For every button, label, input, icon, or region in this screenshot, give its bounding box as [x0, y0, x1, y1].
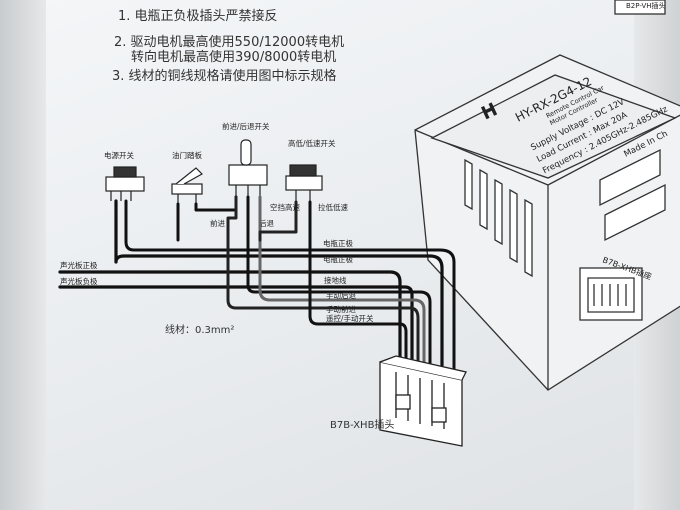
receiver-side-port — [579, 267, 643, 321]
top-port-label: B2P-VH插头 — [626, 1, 666, 10]
paper-binding-left — [0, 0, 46, 510]
wire-label-1: 电瓶正极 — [323, 238, 353, 248]
wire-power2 — [124, 199, 456, 378]
instruction-1: 1. 电瓶正负极插头严禁接反 — [118, 8, 278, 24]
hi-lo-switch — [285, 164, 323, 202]
terminal-reverse: 后退 — [259, 218, 274, 228]
receiver-box — [414, 0, 680, 391]
wire-remote — [308, 200, 408, 378]
terminal-forward: 前进 — [210, 218, 225, 228]
wire-forward — [226, 195, 420, 378]
instruction-2b: 转向电机最高使用390/8000转电机 — [131, 49, 336, 65]
wire-label-4: 手动后退 — [326, 290, 356, 300]
fwd-rev-switch — [228, 139, 268, 197]
wire-light-neg — [58, 285, 414, 378]
light-pos-label: 声光板正极 — [60, 260, 98, 270]
receiver-vents — [464, 148, 666, 278]
pedal-switch — [171, 167, 203, 204]
light-neg-label: 声光板负极 — [60, 276, 98, 286]
wire-power — [114, 199, 444, 378]
power-switch-label: 电源开关 — [104, 150, 134, 160]
instruction-3: 3. 线材的铜线规格请使用图中标示规格 — [112, 68, 337, 84]
wire-ground — [246, 195, 432, 378]
wire-label-5: 手动前进 — [326, 304, 356, 314]
terminal-low: 拉低低速 — [318, 202, 348, 212]
top-port — [614, 0, 666, 15]
wires — [58, 195, 456, 378]
power-switch — [105, 166, 145, 201]
wire-label-2: 电瓶正极 — [323, 254, 353, 264]
fwd-rev-switch-label: 前进/后退开关 — [222, 121, 270, 131]
wire-neutral — [258, 200, 298, 242]
terminal-neutral: 空挡高速 — [270, 202, 300, 212]
pedal-label: 油门踏板 — [172, 150, 202, 160]
wire-label-6: 遥控/手动开关 — [326, 313, 374, 323]
b7b-plug — [379, 355, 467, 447]
plug-label: B7B-XHB插头 — [330, 418, 394, 431]
hi-lo-switch-label: 高低/低速开关 — [288, 138, 336, 148]
wire-light-pos — [58, 270, 402, 378]
instruction-2: 2. 驱动电机最高使用550/12000转电机 — [114, 34, 344, 50]
wire-label-3: 接地线 — [324, 275, 347, 285]
wire-reverse — [258, 195, 426, 378]
wire-spec: 线材：0.3mm² — [165, 323, 234, 336]
